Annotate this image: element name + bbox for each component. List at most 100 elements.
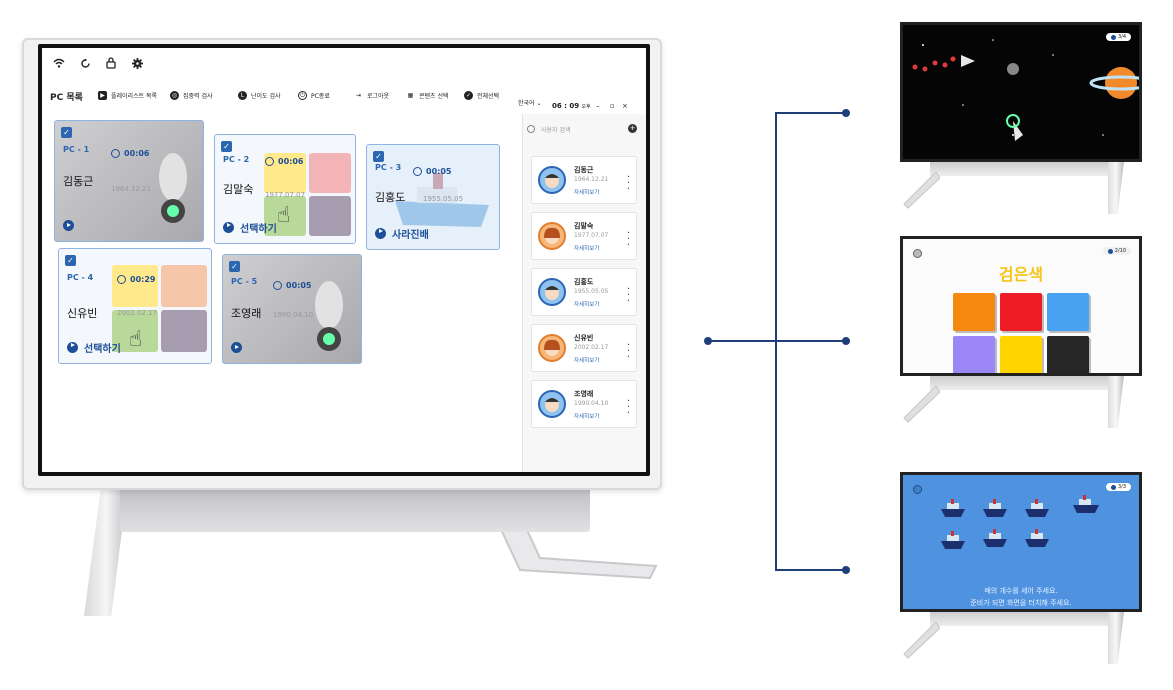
color-question-title: 검은색: [998, 265, 1044, 284]
color-swatch[interactable]: [1000, 293, 1042, 331]
preview-leg: [903, 622, 940, 659]
check-circle-icon: ✓: [464, 91, 473, 100]
play-icon[interactable]: [231, 342, 242, 353]
progress-badge: 3/4: [1105, 33, 1131, 41]
pc-card-2[interactable]: ✓ PC - 2 00:06 김말숙 1977.07.07 선택하기 ☝: [214, 134, 356, 244]
avatar: [538, 166, 566, 194]
hand-pointer-icon: ☝: [277, 203, 291, 228]
play-icon: ▶: [98, 91, 107, 100]
logout-icon: ⇥: [354, 91, 363, 100]
connector-dot: [842, 109, 850, 117]
info-icon: [913, 485, 922, 494]
pc-card-4[interactable]: ✓ PC - 4 00:29 신유빈 2002.02.17 선택하기 ☝: [58, 248, 212, 364]
maximize-icon[interactable]: ▫: [610, 102, 615, 110]
pc-number: PC - 5: [231, 277, 258, 286]
pc-card-1[interactable]: ✓ PC - 1 00:06 김동근 1964.12.21: [54, 120, 204, 242]
card-checkbox[interactable]: ✓: [229, 261, 240, 272]
search-input[interactable]: 사용자 검색: [541, 126, 571, 134]
ship-image: [395, 173, 489, 227]
card-checkbox[interactable]: ✓: [221, 141, 232, 152]
color-swatch[interactable]: [1000, 336, 1042, 373]
avatar: [538, 278, 566, 306]
card-checkbox[interactable]: ✓: [373, 151, 384, 162]
connector-dot: [842, 337, 850, 345]
card-user-birth: 1964.12.21: [111, 185, 152, 193]
refresh-icon[interactable]: [78, 56, 92, 70]
connector-line: [708, 340, 776, 342]
connector-line: [775, 112, 845, 114]
detail-link[interactable]: 자세히보기: [574, 246, 600, 252]
pc-shutdown-button[interactable]: ⏻PC종료: [298, 91, 330, 100]
space-game-screen: 3/4: [900, 22, 1142, 162]
more-icon[interactable]: ···: [626, 284, 630, 307]
timer-icon: [1110, 34, 1116, 40]
color-swatches: [953, 293, 1089, 373]
play-icon: [67, 342, 78, 353]
card-timer: 00:06: [111, 149, 149, 158]
content-select-button[interactable]: ▦콘텐츠 선택: [406, 91, 449, 100]
target-icon: ◎: [170, 91, 179, 100]
progress-badge: 2/10: [1102, 247, 1131, 255]
space-scene-image: [912, 39, 1139, 141]
color-swatch[interactable]: [953, 336, 995, 373]
wifi-icon[interactable]: [52, 56, 66, 70]
playlist-button[interactable]: ▶플레이리스트 목록: [98, 91, 157, 100]
detail-link[interactable]: 자세히보기: [574, 302, 600, 308]
user-list-item[interactable]: 조영래 1990.04.10 자세히보기 ···: [531, 380, 637, 428]
card-user-birth: 1977.07.07: [265, 191, 306, 199]
play-icon[interactable]: [63, 220, 74, 231]
card-timer: 00:29: [117, 275, 155, 284]
timer-icon: [111, 149, 120, 158]
color-game-screen: 2/10 검은색: [900, 236, 1142, 376]
preview-stand: [930, 376, 1120, 390]
logout-button[interactable]: ⇥로그아웃: [354, 91, 390, 100]
more-icon[interactable]: ···: [626, 340, 630, 363]
card-user-birth: 2002.02.17: [117, 309, 158, 317]
select-button[interactable]: 선택하기: [67, 340, 121, 355]
card-user-name: 조영래: [231, 307, 262, 320]
card-user-name: 김동근: [63, 175, 94, 188]
focus-test-button[interactable]: ◎집중력 검사: [170, 91, 213, 100]
more-icon[interactable]: ···: [626, 172, 630, 195]
card-user-name: 김말숙: [223, 183, 254, 196]
page-title: PC 목록: [50, 93, 83, 103]
boats-image: [941, 495, 1099, 549]
user-search[interactable]: 사용자 검색 +: [527, 120, 643, 138]
color-swatch[interactable]: [1047, 336, 1089, 373]
select-button[interactable]: 선택하기: [223, 220, 277, 235]
select-all-button[interactable]: ✓전체선택: [464, 91, 500, 100]
add-user-icon[interactable]: +: [628, 124, 637, 133]
detail-link[interactable]: 자세히보기: [574, 414, 600, 420]
content-action-button[interactable]: 사라진배: [375, 226, 429, 241]
card-checkbox[interactable]: ✓: [61, 127, 72, 138]
more-icon[interactable]: ···: [626, 396, 630, 419]
more-icon[interactable]: ···: [626, 228, 630, 251]
progress-badge: 3/3: [1105, 483, 1131, 491]
pc-card-5[interactable]: ✓ PC - 5 00:05 조영래 1990.04.10: [222, 254, 362, 364]
detail-link[interactable]: 자세히보기: [574, 190, 600, 196]
user-list-item[interactable]: 김홍도 1955.05.05 자세히보기 ···: [531, 268, 637, 316]
user-list-item[interactable]: 김동근 1964.12.21 자세히보기 ···: [531, 156, 637, 204]
card-checkbox[interactable]: ✓: [65, 255, 76, 266]
info-icon: [913, 249, 922, 258]
preview-stand: [930, 612, 1120, 626]
gear-icon[interactable]: [130, 56, 144, 70]
detail-link[interactable]: 자세히보기: [574, 358, 600, 364]
user-list-item[interactable]: 김말숙 1977.07.07 자세히보기 ···: [531, 212, 637, 260]
timer-icon: [413, 167, 422, 176]
card-user-name: 신유빈: [67, 307, 98, 320]
color-swatch[interactable]: [1047, 293, 1089, 331]
language-select[interactable]: 한국어 ⌄: [518, 100, 542, 107]
pc-card-3[interactable]: ✓ PC - 3 00:05 김홍도 1955.05.05 사라진배: [366, 144, 500, 250]
user-list-item[interactable]: 신유빈 2002.02.17 자세히보기 ···: [531, 324, 637, 372]
preview-leg: [903, 172, 940, 209]
minimize-icon[interactable]: –: [596, 102, 600, 110]
timer-icon: [273, 281, 282, 290]
lock-icon[interactable]: [104, 56, 118, 70]
color-swatch[interactable]: [953, 293, 995, 331]
boat-instruction: 배의 개수를 세어 주세요. 준비가 되면 화면을 터치해 주세요.: [970, 587, 1072, 607]
close-icon[interactable]: ×: [622, 102, 628, 110]
timer-icon: [265, 157, 274, 166]
